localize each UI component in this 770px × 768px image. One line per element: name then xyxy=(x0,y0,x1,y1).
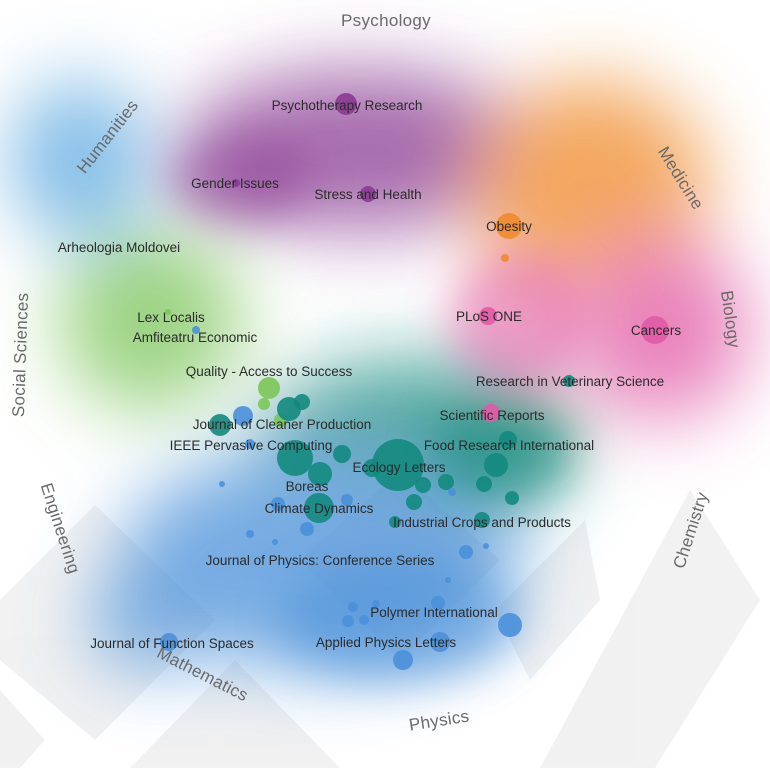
journal-bubble xyxy=(438,474,454,490)
journal-bubble xyxy=(219,481,225,487)
journal-bubble xyxy=(431,596,445,610)
journal-plos-one: PLoS ONE xyxy=(456,309,522,324)
journal-food-research-international: Food Research International xyxy=(424,438,594,453)
journal-bubble xyxy=(372,439,424,491)
journal-bubble xyxy=(430,632,450,652)
journal-bubble xyxy=(160,633,178,651)
journal-quality-access-to-success: Quality - Access to Success xyxy=(186,364,353,379)
discipline-psychology: Psychology xyxy=(341,11,431,30)
journal-bubble xyxy=(482,404,500,422)
journal-bubble xyxy=(258,377,280,399)
journal-research-in-veterinary-science: Research in Veterinary Science xyxy=(476,374,664,389)
journal-applied-physics-letters: Applied Physics Letters xyxy=(316,635,457,650)
journal-climate-dynamics: Climate Dynamics xyxy=(265,501,374,516)
journal-bubble xyxy=(393,650,413,670)
journal-bubble xyxy=(209,414,231,436)
journal-ecology-letters: Ecology Letters xyxy=(352,460,445,475)
journal-bubble xyxy=(499,431,517,449)
journal-polymer-international: Polymer International xyxy=(370,605,498,620)
journal-bubbles xyxy=(160,93,669,670)
journal-bubble xyxy=(415,477,431,493)
journal-bubble xyxy=(308,462,332,486)
journal-bubble xyxy=(448,488,456,496)
journal-bubble xyxy=(501,254,509,262)
journal-journal-of-physics-conference-series: Journal of Physics: Conference Series xyxy=(206,553,435,568)
journal-boreas: Boreas xyxy=(286,479,329,494)
journal-bubble xyxy=(348,602,358,612)
journal-bubble xyxy=(341,494,353,506)
journal-obesity: Obesity xyxy=(486,219,532,234)
journal-lex-localis: Lex Localis xyxy=(137,310,205,325)
journal-bubble xyxy=(360,186,376,202)
journal-bubble xyxy=(641,316,669,344)
journal-bubble xyxy=(445,577,451,583)
journal-bubble xyxy=(406,494,422,510)
journal-bubble xyxy=(300,522,314,536)
journal-industrial-crops-and-products: Industrial Crops and Products xyxy=(393,515,571,530)
journal-bubble xyxy=(496,213,522,239)
journal-bubble xyxy=(304,493,334,523)
journal-stress-and-health: Stress and Health xyxy=(314,187,421,202)
journal-bubble xyxy=(484,453,508,477)
journal-scientific-reports: Scientific Reports xyxy=(439,408,544,423)
discipline-social-sciences: Social Sciences xyxy=(9,292,32,417)
journal-bubble xyxy=(476,476,492,492)
journal-bubble xyxy=(165,309,171,315)
journal-bubble xyxy=(498,613,522,637)
journal-bubble xyxy=(359,615,369,625)
discipline-clouds xyxy=(10,70,750,680)
journal-labels: Psychotherapy Research Gender Issues Str… xyxy=(58,98,682,651)
journal-bubble xyxy=(483,543,489,549)
journal-bubble xyxy=(342,615,354,627)
journal-bubble xyxy=(505,491,519,505)
journal-bubble xyxy=(294,394,310,410)
journal-bubble xyxy=(479,307,497,325)
journal-psychotherapy-research: Psychotherapy Research xyxy=(272,98,423,113)
journal-bubble xyxy=(335,93,357,115)
journal-ieee-pervasive-computing: IEEE Pervasive Computing xyxy=(170,438,333,453)
journal-bubble xyxy=(333,445,351,463)
journal-bubble xyxy=(258,398,270,410)
journal-journal-of-function-spaces: Journal of Function Spaces xyxy=(90,636,254,651)
journal-bubble xyxy=(372,600,380,608)
journal-bubble xyxy=(245,439,255,449)
journal-gender-issues: Gender Issues xyxy=(191,176,279,191)
discipline-physics: Physics xyxy=(408,706,471,734)
journal-bubble xyxy=(233,406,253,426)
journal-bubble xyxy=(389,516,401,528)
journal-bubble xyxy=(563,375,575,387)
journal-cancers: Cancers xyxy=(631,323,682,338)
journal-bubble xyxy=(363,459,381,477)
journal-bubble xyxy=(272,539,278,545)
journal-bubble xyxy=(271,497,285,511)
journal-amfiteatru-economic: Amfiteatru Economic xyxy=(133,330,258,345)
journal-arheologia-moldovei: Arheologia Moldovei xyxy=(58,240,180,255)
journal-bubble xyxy=(459,545,473,559)
journal-bubble xyxy=(232,179,240,187)
journal-bubble xyxy=(246,530,254,538)
journal-bubble xyxy=(192,326,200,334)
journal-bubble xyxy=(277,440,313,476)
journal-bubble xyxy=(474,512,490,528)
journal-journal-of-cleaner-production: Journal of Cleaner Production xyxy=(193,417,372,432)
